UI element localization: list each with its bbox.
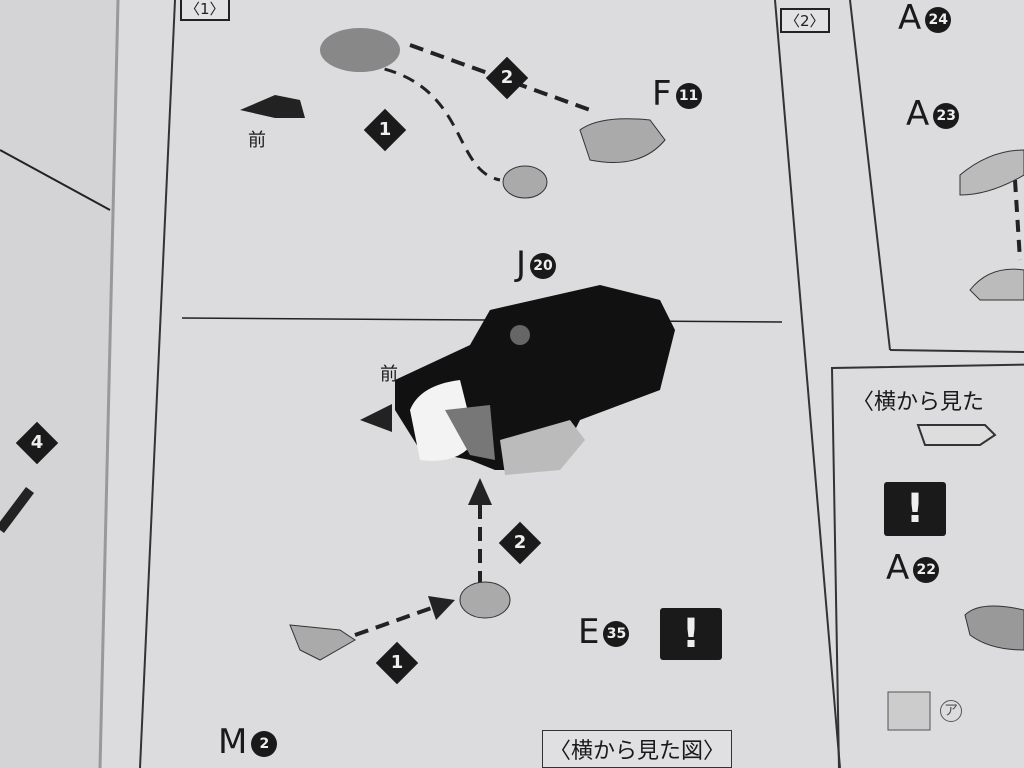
front-label-model: 前 [380, 364, 398, 385]
step-2-label: 〈2〉 [780, 8, 830, 33]
side-view-label: 〈横から見た図〉 [542, 730, 733, 768]
step-diamond: 1 [363, 108, 407, 152]
part-number: 22 [913, 556, 940, 583]
part-number: 24 [925, 6, 952, 33]
step-diamond: 2 [498, 521, 542, 565]
part-number: 2 [251, 730, 278, 757]
front-label: 前 [248, 130, 266, 151]
part-letter: A [898, 0, 922, 38]
step-diamond: 2 [485, 56, 529, 100]
part-letter: A [906, 94, 930, 134]
side-view-label-right: 〈横から見た [852, 390, 985, 415]
part-letter: J [516, 244, 527, 284]
part-letter: A [886, 548, 910, 588]
step-diamond: 4 [15, 421, 59, 465]
step-1-label: 〈1〉 [180, 0, 230, 21]
step-diamond: 1 [375, 641, 419, 685]
part-number: 11 [675, 82, 702, 109]
caution-icon: ! [884, 482, 946, 536]
part-number: 20 [530, 252, 557, 279]
part-number: 35 [603, 620, 630, 647]
part-letter: E [578, 612, 600, 652]
part-number: 23 [933, 102, 960, 129]
mark-a: ア [940, 700, 962, 722]
part-letter: M [218, 722, 248, 762]
caution-icon: ! [660, 608, 722, 660]
part-letter: F [652, 74, 672, 114]
